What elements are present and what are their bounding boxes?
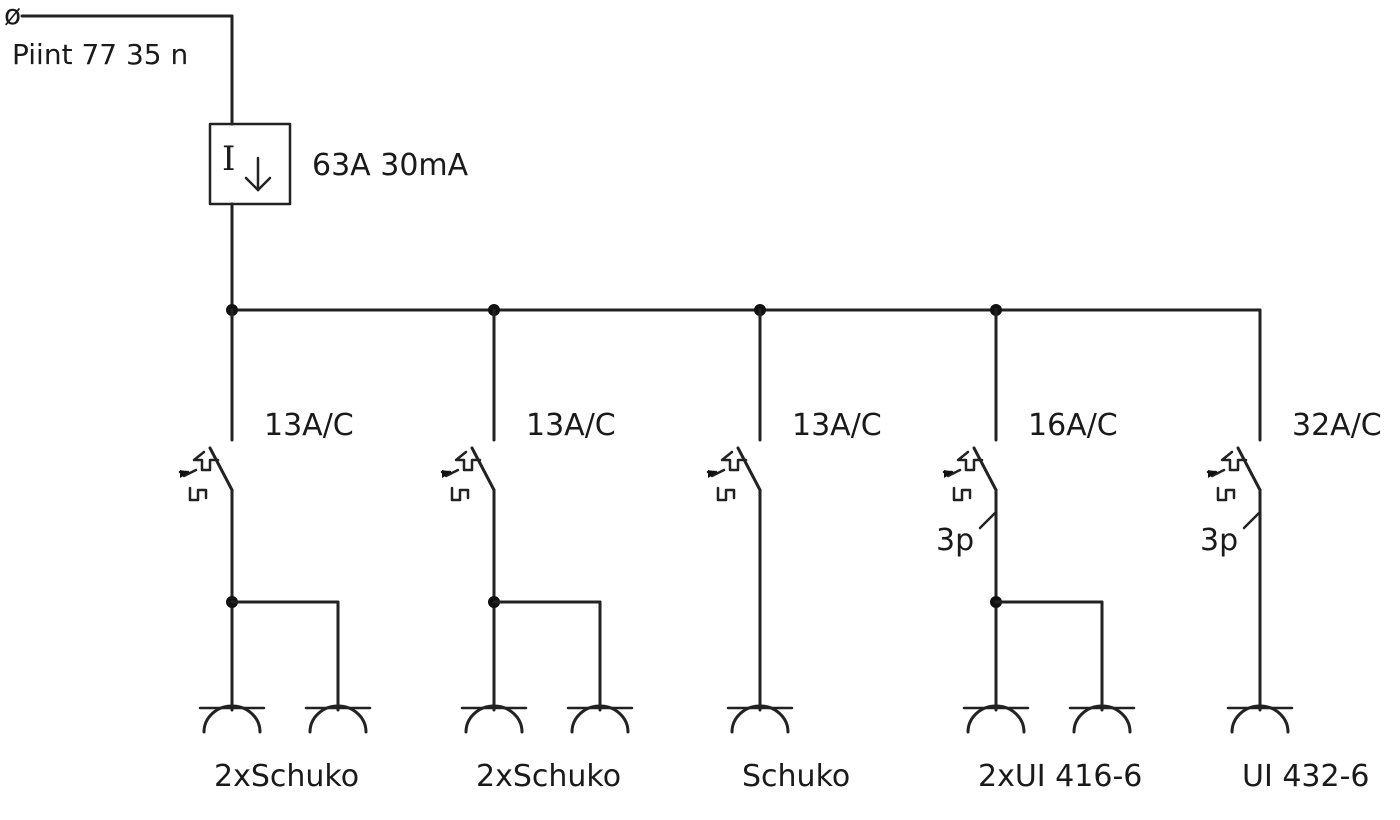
socket-outlet-icon bbox=[198, 704, 266, 734]
circuit-1: 13A/C 2xSchuko bbox=[178, 304, 372, 794]
breaker-switch-icon bbox=[440, 446, 496, 502]
load-label: 2xSchuko bbox=[476, 759, 621, 794]
pole-stroke bbox=[1242, 510, 1262, 530]
breaker-poles: 3p bbox=[936, 523, 974, 558]
phase-symbol: ø bbox=[4, 0, 21, 31]
socket-outlet-icon bbox=[566, 704, 634, 734]
circuit-2: 13A/C 2xSchuko bbox=[440, 304, 634, 794]
down-arrow-icon bbox=[244, 156, 272, 192]
load-label: Schuko bbox=[742, 759, 850, 794]
breaker-switch-icon bbox=[942, 446, 998, 502]
breaker-rating: 32A/C bbox=[1292, 408, 1382, 443]
breaker-switch-icon bbox=[1206, 446, 1262, 502]
breaker-switch-icon bbox=[706, 446, 762, 502]
circuits-layer: 13A/C 2xSchuko 13A/C 2xSchuko 13A/C Schuko 16A… bbox=[178, 304, 1382, 794]
breaker-rating: 16A/C bbox=[1028, 408, 1118, 443]
load-label: 2xUI 416-6 bbox=[978, 759, 1142, 794]
breaker-poles: 3p bbox=[1200, 523, 1238, 558]
rcd-rating: 63A 30mA bbox=[312, 148, 469, 183]
socket-outlet-icon bbox=[962, 704, 1030, 734]
socket-outlet-icon bbox=[460, 704, 528, 734]
rcd-device: I 63A 30mA bbox=[208, 122, 469, 312]
load-label: 2xSchuko bbox=[214, 759, 359, 794]
circuit-5: 32A/C 3p UI 432-6 bbox=[1200, 308, 1382, 794]
load-label: UI 432-6 bbox=[1242, 759, 1370, 794]
socket-outlet-icon bbox=[1226, 704, 1294, 734]
rcd-box bbox=[208, 122, 292, 206]
socket-outlet-icon bbox=[1068, 704, 1136, 734]
breaker-rating: 13A/C bbox=[792, 408, 882, 443]
socket-outlet-icon bbox=[726, 704, 794, 734]
breaker-rating: 13A/C bbox=[264, 408, 354, 443]
circuit-3: 13A/C Schuko bbox=[706, 304, 882, 794]
circuit-4: 16A/C 3p 2xUI 416-6 bbox=[936, 304, 1142, 794]
breaker-switch-icon bbox=[178, 446, 234, 502]
breaker-rating: 13A/C bbox=[526, 408, 616, 443]
supply-label: Piint 77 35 n bbox=[12, 38, 188, 71]
socket-outlet-icon bbox=[304, 704, 372, 734]
rcd-symbol-text: I bbox=[222, 139, 235, 179]
supply-feed: ø Piint 77 35 n bbox=[4, 0, 234, 126]
pole-stroke bbox=[978, 510, 998, 530]
